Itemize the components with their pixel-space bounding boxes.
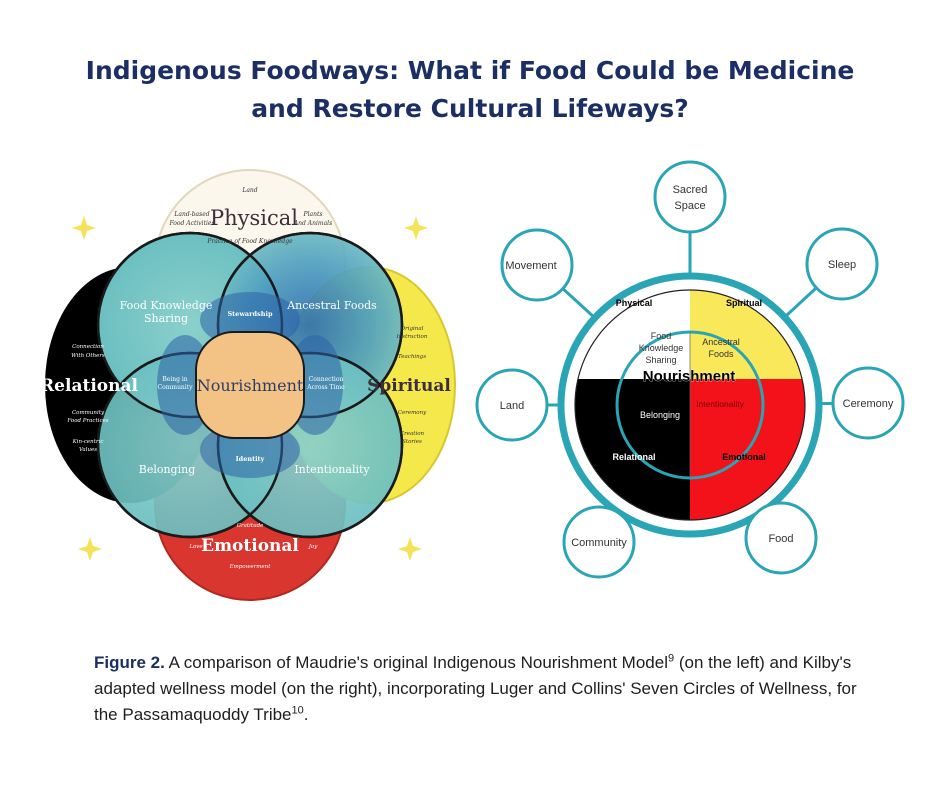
quadrant-emotional: Emotional xyxy=(722,452,766,462)
relational-top-2: With Others xyxy=(71,353,105,359)
title-line-2: and Restore Cultural Lifeways? xyxy=(251,94,689,123)
circle-ceremony xyxy=(831,366,905,440)
spiritual-bottom-1: Creation xyxy=(400,431,425,437)
title-line-1: Indigenous Foodways: What if Food Could … xyxy=(85,56,855,85)
caption-text-3: . xyxy=(303,705,309,724)
left-center-label: Nourishment xyxy=(197,376,304,395)
caption-ref-2: 10 xyxy=(291,704,304,717)
junction-stewardship: Stewardship xyxy=(227,310,272,318)
emotional-left: Love xyxy=(188,544,203,550)
petal-belonging-label: Belonging xyxy=(139,463,196,476)
circle-community xyxy=(562,505,636,579)
quadrant-relational: Relational xyxy=(612,452,655,462)
physical-right-1: Plants xyxy=(303,211,323,218)
petal-intentionality-label: Intentionality xyxy=(294,463,370,476)
label-community: Community xyxy=(571,537,627,549)
physical-land: Land xyxy=(241,187,257,194)
circle-sacred-space xyxy=(653,160,727,234)
emotional-right: Joy xyxy=(308,544,319,550)
physical-left-2: Food Activities xyxy=(168,220,214,227)
figure-caption: Figure 2. A comparison of Maudrie's orig… xyxy=(94,650,864,728)
label-land: Land xyxy=(500,400,524,412)
caption-text-2: (on the left) and Kilby's adapted wellne… xyxy=(94,653,857,724)
junction-left-2: Community xyxy=(157,384,193,391)
inner-ancestral-1: Ancestral xyxy=(702,337,740,347)
sparkle-star-icon xyxy=(72,216,428,561)
page-title: Indigenous Foodways: What if Food Could … xyxy=(0,52,940,128)
physical-left-1: Land-based xyxy=(173,211,209,218)
emotional-top: Gratitude xyxy=(237,523,265,529)
relational-bottom-2: Values xyxy=(79,447,97,453)
caption-text-1: A comparison of Maudrie's original Indig… xyxy=(164,653,668,672)
nourishment-center xyxy=(195,331,305,439)
label-food: Food xyxy=(768,533,793,545)
inner-belonging: Belonging xyxy=(640,410,680,420)
petal-food-knowledge-1: Food Knowledge xyxy=(120,299,213,312)
quadrant-physical: Physical xyxy=(616,298,653,308)
junction-identity: Identity xyxy=(236,455,265,463)
circle-sleep xyxy=(805,227,879,301)
inner-food-3: Sharing xyxy=(645,355,676,365)
inner-food-1: Food xyxy=(651,331,672,341)
spiritual-top-1: Original xyxy=(401,326,424,332)
relational-top-1: Connection xyxy=(72,344,104,350)
label-space: Space xyxy=(674,200,705,212)
right-wellness-model: Physical Spiritual Relational Emotional … xyxy=(475,160,905,579)
caption-ref-1: 9 xyxy=(668,652,675,665)
circle-land xyxy=(475,368,549,442)
label-sacred: Sacred xyxy=(673,184,708,196)
circle-movement xyxy=(500,228,574,302)
relational-mid-1: Community xyxy=(72,410,105,416)
spiritual-bottom-2: Stories xyxy=(402,439,422,445)
physical-right-2: And Animals xyxy=(293,220,332,227)
physical-bottom: Practice of Food Knowledge xyxy=(206,238,293,245)
figure-diagrams: Land Physical Land-based Food Activities… xyxy=(40,160,905,601)
caption-label: Figure 2. xyxy=(94,653,165,672)
relational-bottom-1: Kin-centric xyxy=(72,439,104,445)
left-nourishment-model: Land Physical Land-based Food Activities… xyxy=(40,169,456,601)
junction-right-1: Connection xyxy=(309,376,344,383)
label-ceremony: Ceremony xyxy=(843,398,894,410)
right-center-label: Nourishment xyxy=(643,368,736,385)
petal-ancestral-label: Ancestral Foods xyxy=(286,299,377,312)
petal-food-knowledge-2: Sharing xyxy=(144,312,188,325)
relational-mid-2: Food Practices xyxy=(66,418,108,424)
emotional-title: Emotional xyxy=(201,536,299,556)
label-sleep: Sleep xyxy=(828,259,856,271)
junction-left-1: Being in xyxy=(162,376,187,383)
circle-food xyxy=(744,501,818,575)
spiritual-top-2: Instruction xyxy=(396,334,428,340)
inner-ancestral-2: Foods xyxy=(708,349,734,359)
emotional-bottom: Empowerment xyxy=(229,564,272,570)
inner-food-2: Knowledge xyxy=(639,343,684,353)
quadrant-spiritual: Spiritual xyxy=(726,298,762,308)
junction-right-2: Across Time xyxy=(306,384,345,391)
label-movement: Movement xyxy=(505,260,556,272)
spiritual-mid: Teachings xyxy=(398,354,426,360)
relational-title: Relational xyxy=(40,376,138,396)
spiritual-lower: Ceremony xyxy=(398,410,427,416)
physical-title: Physical xyxy=(210,206,298,230)
inner-intentionality: Intentionality xyxy=(696,399,744,409)
spiritual-title: Spiritual xyxy=(367,376,451,396)
